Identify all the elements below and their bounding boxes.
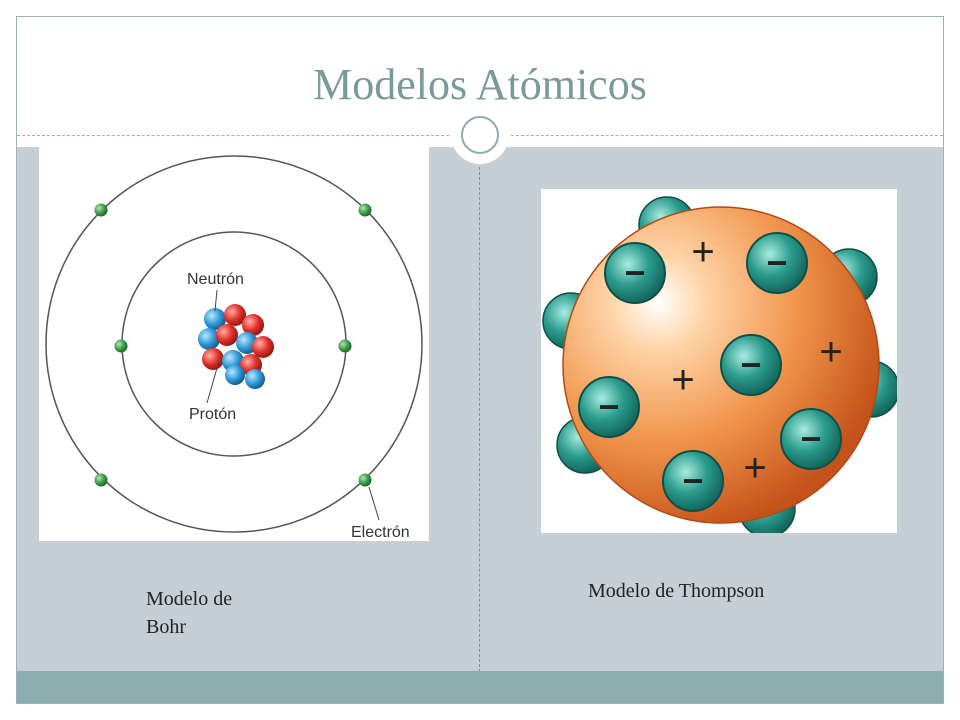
plus-sign: + [691,230,714,274]
minus-sign: − [624,252,645,293]
electron-front: − [746,232,808,294]
neutron [245,369,265,389]
neutron-pointer [214,289,218,312]
electron [94,473,108,487]
minus-sign: − [682,460,703,501]
neutron [225,365,245,385]
plus-sign: + [671,358,694,402]
nucleus [198,304,274,389]
proton [202,348,224,370]
neutron [198,328,220,350]
vertical-divider [479,167,480,672]
label-electron: Electrón [351,524,410,541]
plus-sign: + [819,330,842,374]
proton [252,336,274,358]
outer-orbit [45,155,423,533]
proton [242,314,264,336]
caption-bohr: Modelo de Bohr [146,588,233,638]
electron [358,203,372,217]
footer-bar [17,671,943,703]
slide-frame: Modelos Atómicos [16,16,944,704]
bohr-model-image: Neutrón Protón Electrón [39,147,429,541]
proton [224,304,246,326]
electron [338,339,352,353]
electron [358,473,372,487]
label-proton: Protón [189,406,236,423]
electron-pointer [368,486,380,521]
label-neutron: Neutrón [187,271,244,288]
electron [94,203,108,217]
minus-sign: − [766,242,787,283]
electron-front: − [604,242,666,304]
thompson-model-diagram: − − − − − − + + [542,196,900,538]
minus-sign: − [598,386,619,427]
thompson-model-image: − − − − − − + + [541,189,900,538]
proton [216,324,238,346]
slide-title: Modelos Atómicos [313,60,647,109]
plus-sign: + [743,446,766,490]
proton-pointer [206,360,220,404]
electron-front: − [662,450,724,512]
minus-sign: − [740,344,761,385]
electron [114,339,128,353]
separator-circle-ring [461,116,499,154]
bohr-model-diagram: Neutrón Protón Electrón [45,155,423,541]
electron-front: − [780,408,842,470]
neutron [204,308,226,330]
electron-front: − [720,334,782,396]
minus-sign: − [800,418,821,459]
electron-front: − [578,376,640,438]
caption-thompson: Modelo de Thompson [588,580,765,602]
separator-circle-ornament [451,106,509,164]
